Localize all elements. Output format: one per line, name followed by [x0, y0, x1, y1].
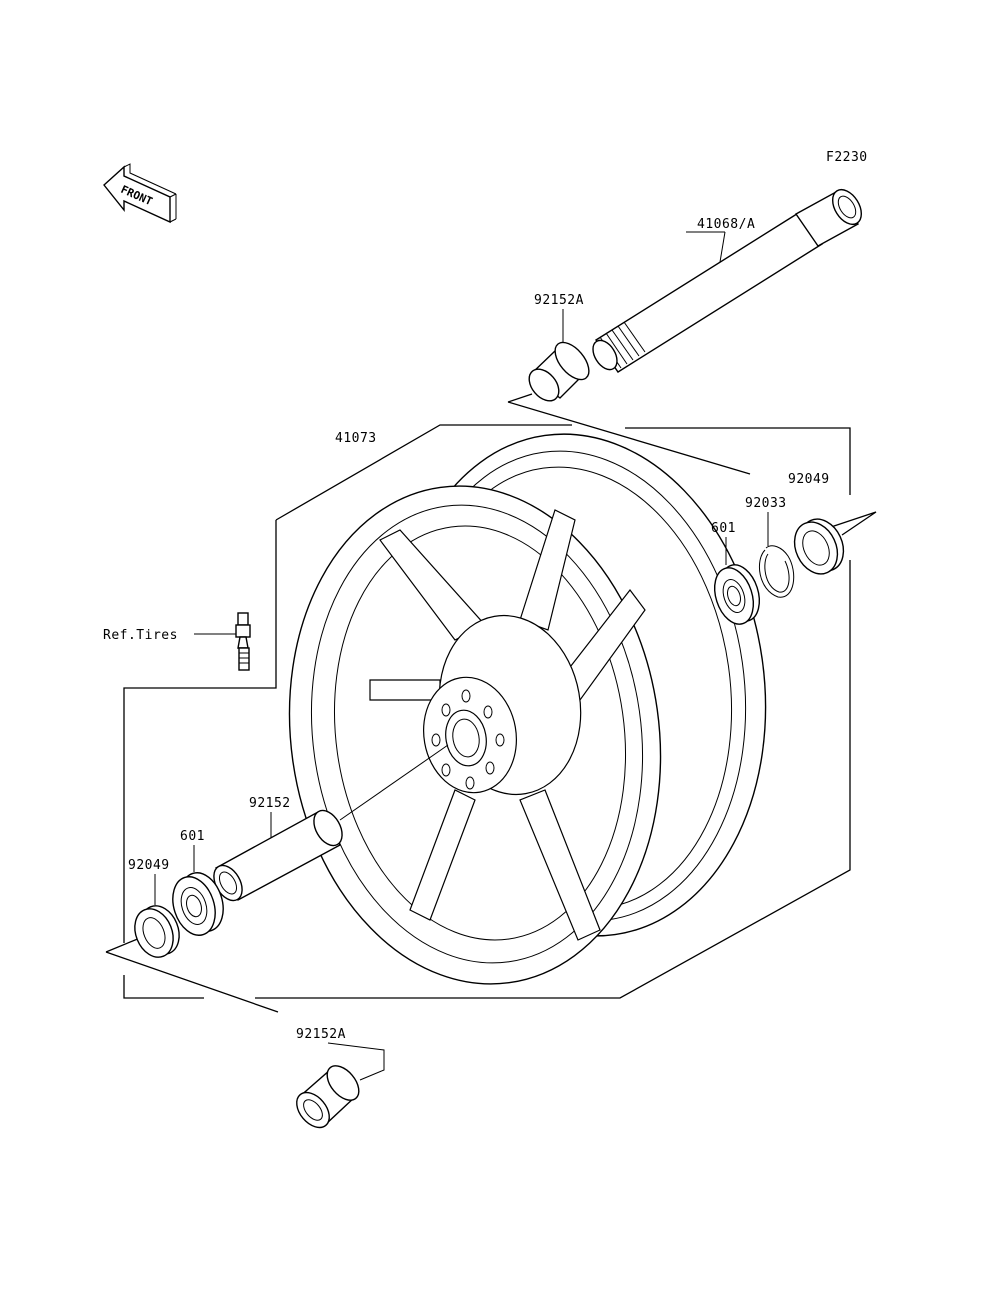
- front-arrow-icon: FRONT: [103, 163, 177, 224]
- label-92152a-top: 92152A: [534, 293, 584, 308]
- label-601-left: 601: [180, 829, 205, 844]
- label-92033: 92033: [745, 496, 787, 511]
- spacer: [213, 809, 343, 902]
- label-601-right: 601: [711, 521, 736, 536]
- bearing-left: [172, 872, 224, 936]
- figure-code: F2230: [826, 150, 868, 165]
- front-axle: [592, 188, 863, 373]
- collar-top: [528, 341, 590, 402]
- wheel-spokes: [369, 509, 646, 941]
- label-41068a: 41068/A: [697, 217, 755, 232]
- collar-bottom: [296, 1065, 360, 1129]
- front-wheel: [288, 433, 767, 985]
- leader-spacer-axis: [339, 744, 449, 821]
- oil-seal-left: [134, 905, 180, 958]
- leader-collar-bottom: [327, 1042, 385, 1081]
- label-92152a-bottom: 92152A: [296, 1027, 346, 1042]
- oil-seal-right: [793, 518, 845, 575]
- label-92049-left: 92049: [128, 858, 170, 873]
- bearing-right: [713, 564, 761, 625]
- circlip: [758, 545, 795, 598]
- assembly-frame: [105, 393, 877, 1013]
- label-92152: 92152: [249, 796, 291, 811]
- label-92049-right: 92049: [788, 472, 830, 487]
- label-ref-tires: Ref.Tires: [103, 628, 178, 643]
- label-41073: 41073: [335, 431, 377, 446]
- tire-valve-icon: [235, 612, 251, 671]
